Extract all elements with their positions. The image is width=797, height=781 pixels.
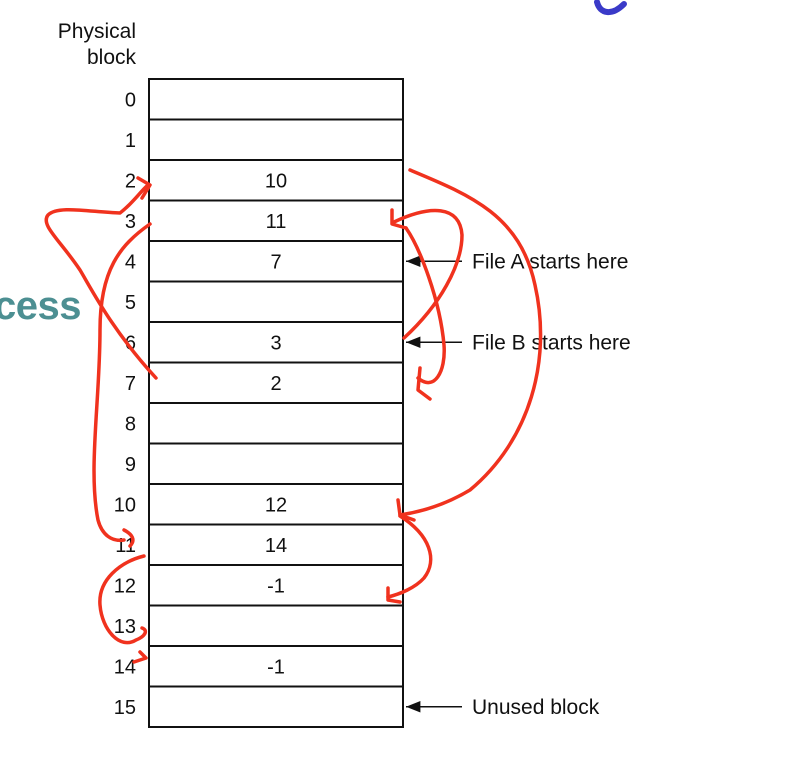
block-index: 6	[125, 332, 136, 354]
arrowhead-12	[386, 586, 402, 604]
block-index: 12	[114, 575, 136, 597]
block-index: 8	[125, 413, 136, 435]
arrow-10-to-12	[386, 514, 433, 599]
bracket-11-a	[122, 528, 135, 548]
block-index: 0	[125, 89, 136, 111]
header-line1: Physical	[57, 20, 136, 43]
arrow-7-to-2	[44, 183, 158, 380]
block-index: 14	[114, 656, 136, 678]
annotation-label: File A starts here	[472, 250, 628, 273]
arrow-2-to-10	[398, 168, 543, 517]
fat-entry: 11	[266, 211, 287, 233]
physical-label: Physical block	[20, 20, 136, 70]
block-index: 15	[114, 697, 136, 719]
block-index: 10	[114, 494, 136, 516]
partial-heading-text: cess	[0, 284, 81, 328]
block-index: 7	[125, 373, 136, 395]
fat-entry: 12	[265, 494, 287, 516]
fat-entry: 7	[270, 251, 281, 273]
fat-entry: 10	[265, 170, 287, 192]
block-index: 1	[125, 130, 136, 152]
block-index: 3	[125, 211, 136, 233]
block-index: 9	[125, 454, 136, 476]
arrow-4-to-7	[404, 226, 446, 385]
header-line2: block	[86, 46, 136, 69]
slide-accent-stroke	[594, 0, 627, 15]
fat-entry: -1	[267, 575, 285, 597]
arrowhead-2	[136, 176, 152, 200]
fat-entry: 14	[265, 535, 287, 557]
fat-entry: 3	[270, 332, 281, 354]
arrowhead-14	[132, 650, 148, 664]
block-index: 5	[125, 292, 136, 314]
block-index: 2	[125, 170, 136, 192]
arrow-11-to-14	[98, 554, 148, 645]
annotation-label: File B starts here	[472, 331, 631, 354]
arrow-3-to-11	[92, 222, 152, 543]
annotation-label: Unused block	[472, 696, 600, 719]
arrowhead-7	[416, 366, 432, 401]
block-index: 4	[125, 251, 136, 273]
arrowhead-3	[390, 208, 408, 230]
handwritten-arrows	[44, 168, 543, 664]
fat-entry: 2	[270, 373, 281, 395]
arrow-6-to-3	[392, 208, 464, 340]
block-index: 13	[114, 616, 136, 638]
fat-entry: -1	[267, 656, 285, 678]
